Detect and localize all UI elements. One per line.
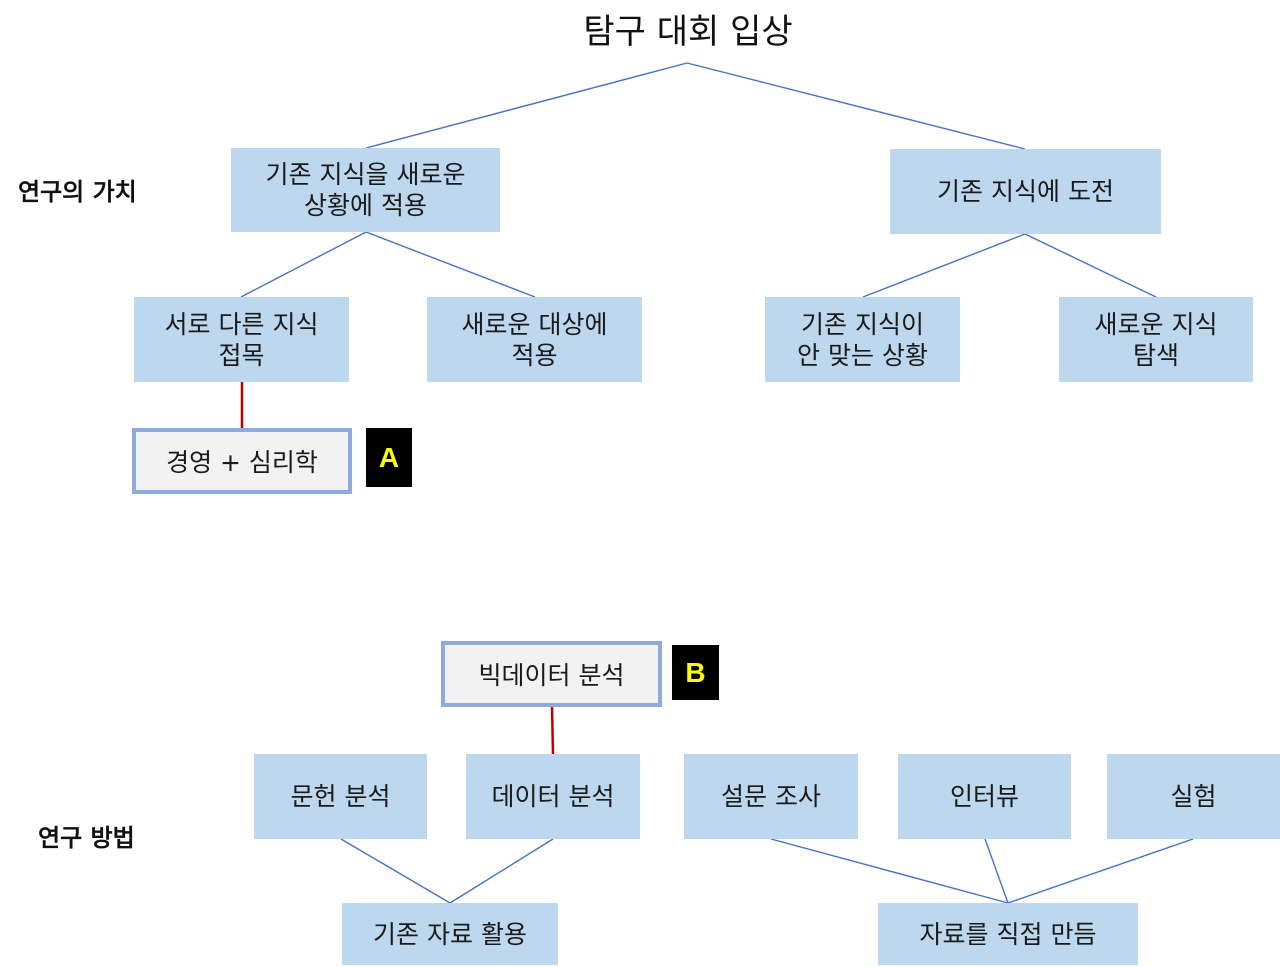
node-knowledge-mismatch-label: 기존 지식이 안 맞는 상황 bbox=[797, 309, 928, 370]
connector-challenge-to-explore bbox=[1024, 233, 1157, 298]
node-create-own-data: 자료를 직접 만듬 bbox=[878, 903, 1138, 965]
connector-title-to-challenge bbox=[686, 62, 1026, 150]
node-survey: 설문 조사 bbox=[684, 754, 858, 839]
node-apply-existing-knowledge-label: 기존 지식을 새로운 상황에 적용 bbox=[265, 160, 466, 220]
connector-apply-to-new-target bbox=[365, 231, 536, 298]
node-combine-knowledge: 서로 다른 지식 접목 bbox=[134, 297, 349, 382]
callout-b-box: 빅데이터 분석 bbox=[441, 641, 662, 707]
node-interview-label: 인터뷰 bbox=[949, 782, 1019, 811]
section-label-value: 연구의 가치 bbox=[18, 178, 137, 206]
connector-literature-to-existing bbox=[340, 838, 451, 904]
connector-title-to-apply bbox=[365, 62, 688, 149]
node-challenge-existing-knowledge-label: 기존 지식에 도전 bbox=[937, 177, 1114, 206]
connector-challenge-to-mismatch bbox=[862, 233, 1026, 298]
node-literature-analysis-label: 문헌 분석 bbox=[290, 782, 391, 811]
marker-a: A bbox=[366, 428, 412, 487]
marker-b: B bbox=[672, 645, 719, 700]
node-interview: 인터뷰 bbox=[898, 754, 1071, 839]
node-explore-new-knowledge-label: 새로운 지식 탐색 bbox=[1094, 309, 1218, 370]
connector-survey-to-own bbox=[770, 838, 1009, 904]
callout-a-box: 경영 + 심리학 bbox=[132, 428, 352, 494]
connector-apply-to-combine bbox=[240, 231, 367, 298]
node-challenge-existing-knowledge: 기존 지식에 도전 bbox=[890, 149, 1161, 234]
node-experiment: 실험 bbox=[1107, 754, 1280, 839]
connector-data-to-existing bbox=[449, 838, 554, 904]
connector-interview-to-own bbox=[984, 838, 1009, 904]
node-apply-new-target-label: 새로운 대상에 적용 bbox=[461, 309, 608, 370]
node-create-own-data-label: 자료를 직접 만듬 bbox=[919, 919, 1097, 949]
node-apply-new-target: 새로운 대상에 적용 bbox=[427, 297, 642, 382]
node-combine-knowledge-label: 서로 다른 지식 접목 bbox=[164, 309, 319, 370]
node-use-existing-data: 기존 자료 활용 bbox=[342, 903, 558, 965]
node-survey-label: 설문 조사 bbox=[721, 782, 821, 811]
node-knowledge-mismatch: 기존 지식이 안 맞는 상황 bbox=[765, 297, 960, 382]
node-use-existing-data-label: 기존 자료 활용 bbox=[373, 919, 527, 949]
node-experiment-label: 실험 bbox=[1170, 782, 1217, 811]
connector-callout-b-to-data bbox=[550, 705, 555, 755]
node-literature-analysis: 문헌 분석 bbox=[254, 754, 427, 839]
node-data-analysis-label: 데이터 분석 bbox=[491, 782, 615, 811]
connector-experiment-to-own bbox=[1007, 838, 1194, 904]
node-data-analysis: 데이터 분석 bbox=[466, 754, 640, 839]
node-explore-new-knowledge: 새로운 지식 탐색 bbox=[1059, 297, 1253, 382]
node-apply-existing-knowledge: 기존 지식을 새로운 상황에 적용 bbox=[231, 148, 500, 232]
diagram-title: 탐구 대회 입상 bbox=[583, 12, 793, 52]
callout-a-label: 경영 + 심리학 bbox=[166, 448, 318, 477]
section-label-method: 연구 방법 bbox=[38, 824, 135, 852]
callout-b-label: 빅데이터 분석 bbox=[478, 661, 625, 690]
